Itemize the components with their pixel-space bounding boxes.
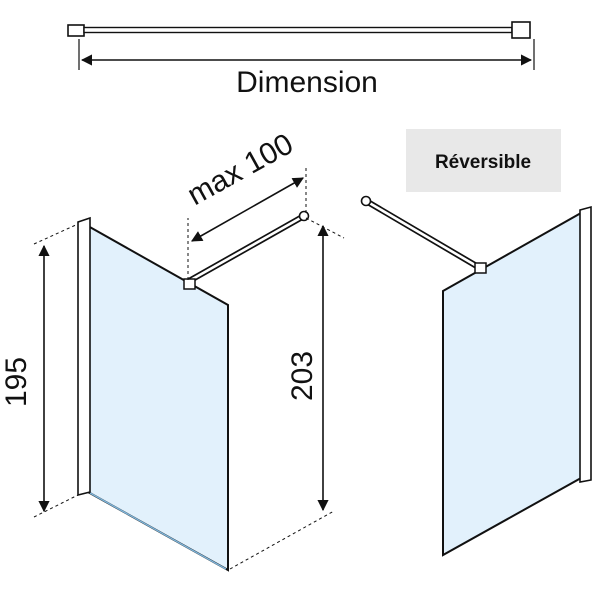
right-stabilizer-bar xyxy=(360,195,487,274)
left-wall-profile xyxy=(77,216,91,497)
max-100-label: max 100 xyxy=(182,127,299,212)
max-100-dimension xyxy=(187,168,307,280)
left-stabilizer-bar xyxy=(183,210,310,290)
height-203-dimension xyxy=(229,217,345,570)
height-203-label: 203 xyxy=(286,351,319,401)
right-wall-profile xyxy=(579,205,592,483)
height-195-label: 195 xyxy=(0,357,33,407)
reversible-badge: Réversible xyxy=(406,129,561,192)
height-195-dimension xyxy=(33,223,79,518)
right-glass-panel xyxy=(442,211,582,557)
top-stabilizer-bar xyxy=(67,21,531,39)
reversible-badge-label: Réversible xyxy=(435,152,531,173)
dimension-line xyxy=(78,39,535,70)
dimension-label: Dimension xyxy=(236,66,378,99)
left-glass-panel xyxy=(87,224,229,572)
